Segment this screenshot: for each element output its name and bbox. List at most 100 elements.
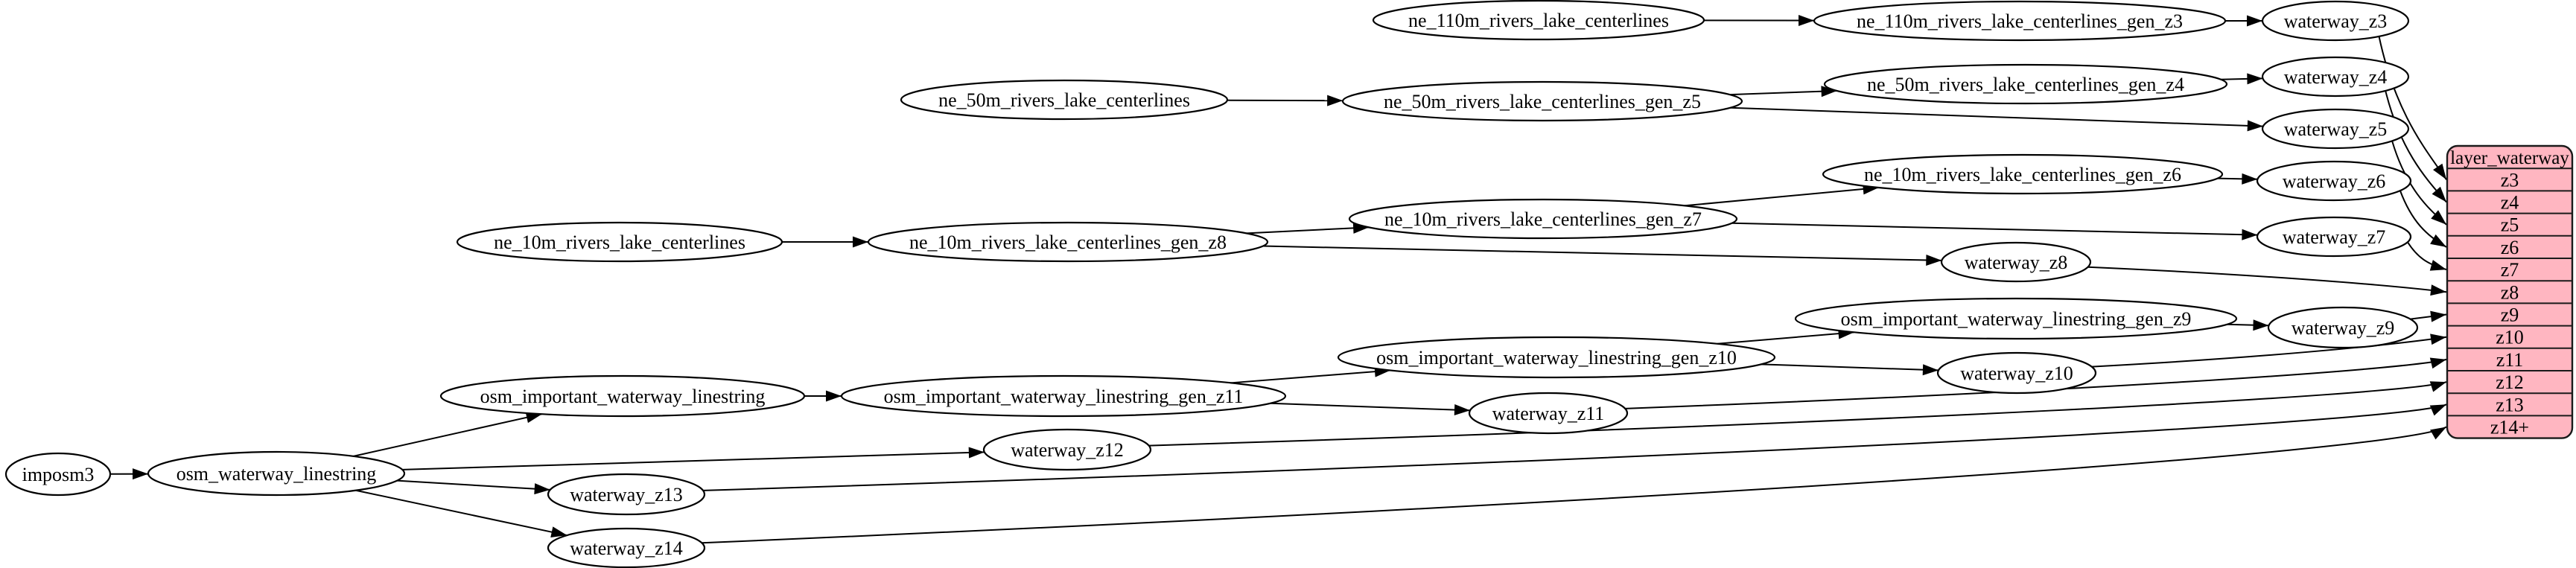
node-waterway_z11: waterway_z11 [1468, 392, 1629, 435]
arrowhead-icon [968, 447, 985, 459]
edge-osm_important_waterway_linestring_gen_z11-to-waterway_z11 [1270, 402, 1471, 416]
node-label: waterway_z6 [2283, 170, 2386, 192]
edge-ne_50m_rivers_lake_centerlines_gen_z5-to-ne_50m_rivers_lake_centerlines_gen_z4 [1729, 86, 1837, 98]
node-ellipse [1813, 0, 2227, 42]
node-ellipse [2256, 216, 2412, 258]
record-row-z8: z8 [2501, 281, 2519, 303]
node-ellipse [1936, 351, 2097, 395]
node-ellipse [1341, 80, 1743, 122]
arrowhead-icon [2247, 73, 2263, 85]
edge-ne_10m_rivers_lake_centerlines_gen_z6-to-waterway_z6 [2217, 173, 2258, 185]
node-ellipse [1372, 0, 1705, 41]
node-label: waterway_z4 [2284, 66, 2388, 88]
edge-osm_important_waterway_linestring_gen_z9-to-waterway_z9 [2227, 319, 2269, 331]
record-row-z7: z7 [2501, 259, 2519, 281]
node-ellipse [2261, 0, 2410, 42]
arrowhead-icon [2430, 234, 2446, 247]
edge-waterway_z11-to-layer_waterway-z11 [1625, 357, 2447, 409]
record-box [2446, 144, 2574, 439]
node-ellipse [1823, 63, 2228, 105]
node-imposm3: imposm3 [4, 452, 112, 497]
node-ellipse [2261, 56, 2410, 98]
edge-osm_waterway_linestring-to-waterway_z13 [397, 479, 550, 495]
node-ne_10m_rivers_lake_centerlines: ne_10m_rivers_lake_centerlines [456, 221, 783, 263]
node-ne_50m_rivers_lake_centerlines: ne_50m_rivers_lake_centerlines [900, 79, 1229, 121]
edge-waterway_z7-to-layer_waterway-z7 [2407, 241, 2447, 271]
edge-line [1148, 381, 2447, 447]
arrowhead-icon [2247, 120, 2263, 132]
edge-waterway_z12-to-layer_waterway-z12 [1148, 381, 2447, 447]
arrowhead-icon [2431, 210, 2446, 225]
edge-ne_50m_rivers_lake_centerlines-to-ne_50m_rivers_lake_centerlines_gen_z5 [1227, 95, 1343, 106]
edge-line [402, 451, 985, 470]
node-label: waterway_z9 [2292, 317, 2395, 339]
arrowhead-icon [2429, 381, 2446, 392]
arrowhead-icon [525, 412, 542, 424]
node-label: imposm3 [22, 464, 95, 485]
nodes: imposm3 osm_waterway_linestring osm_import… [4, 0, 2419, 568]
node-ellipse [1348, 198, 1738, 240]
edge-line [2087, 266, 2447, 293]
edge-ne_50m_rivers_lake_centerlines_gen_z5-to-waterway_z5 [1730, 106, 2263, 132]
arrowhead-icon [133, 468, 149, 480]
edge-line [1729, 89, 1837, 96]
node-ellipse [1337, 336, 1776, 379]
node-ellipse [4, 452, 112, 497]
node-ellipse [1940, 241, 2092, 283]
node-waterway_z13: waterway_z13 [547, 473, 706, 516]
node-label: osm_important_waterway_linestring_gen_z9 [1841, 308, 2192, 330]
node-ne_50m_rivers_lake_centerlines_gen_z5: ne_50m_rivers_lake_centerlines_gen_z5 [1341, 80, 1743, 122]
arrowhead-icon [2430, 334, 2446, 345]
record-row-z13: z13 [2496, 394, 2524, 415]
edge-line [703, 403, 2447, 491]
node-label: osm_important_waterway_linestring_gen_z1… [884, 386, 1244, 407]
edge-line [1262, 245, 1942, 261]
edge-line [1731, 222, 2258, 236]
record-row-z12: z12 [2496, 371, 2524, 393]
record-row-z4: z4 [2501, 192, 2519, 214]
node-waterway_z9: waterway_z9 [2267, 306, 2419, 349]
edge-ne_10m_rivers_lake_centerlines_gen_z7-to-ne_10m_rivers_lake_centerlines_gen_z6 [1685, 183, 1879, 207]
node-label: ne_10m_rivers_lake_centerlines_gen_z7 [1384, 208, 1702, 230]
edge-osm_waterway_linestring-to-waterway_z12 [402, 447, 985, 470]
edge-line [1761, 363, 1939, 371]
node-ellipse [1794, 297, 2238, 340]
edge-imposm3-to-osm_waterway_linestring [109, 468, 149, 480]
node-ne_10m_rivers_lake_centerlines_gen_z8: ne_10m_rivers_lake_centerlines_gen_z8 [867, 221, 1269, 263]
node-label: osm_waterway_linestring [176, 463, 377, 485]
node-label: waterway_z14 [570, 537, 683, 559]
node-ne_10m_rivers_lake_centerlines_gen_z7: ne_10m_rivers_lake_centerlines_gen_z7 [1348, 198, 1738, 240]
arrowhead-icon [2429, 404, 2446, 416]
edge-waterway_z14-to-layer_waterway-z14-plus [702, 426, 2447, 544]
arrowhead-icon [534, 483, 550, 495]
arrowhead-icon [2430, 310, 2446, 322]
record-row-z10: z10 [2496, 327, 2524, 348]
arrowhead-icon [1926, 254, 1942, 266]
node-label: ne_10m_rivers_lake_centerlines_gen_z8 [909, 232, 1227, 253]
node-ellipse [900, 79, 1229, 121]
edge-line [353, 413, 543, 457]
edge-ne_10m_rivers_lake_centerlines_gen_z8-to-ne_10m_rivers_lake_centerlines_gen_z7 [1246, 222, 1370, 234]
edge-ne_10m_rivers_lake_centerlines-to-ne_10m_rivers_lake_centerlines_gen_z8 [782, 236, 868, 248]
node-waterway_z10: waterway_z10 [1936, 351, 2097, 395]
node-ne_110m_rivers_lake_centerlines_gen_z3: ne_110m_rivers_lake_centerlines_gen_z3 [1813, 0, 2227, 42]
edge-line [1246, 226, 1370, 234]
node-label: ne_50m_rivers_lake_centerlines [938, 89, 1190, 111]
edge-waterway_z10-to-layer_waterway-z10 [2091, 334, 2447, 368]
record-title: layer_waterway [2450, 148, 2569, 168]
node-label: ne_10m_rivers_lake_centerlines_gen_z6 [1864, 164, 2181, 185]
node-osm_important_waterway_linestring_gen_z11: osm_important_waterway_linestring_gen_z1… [840, 374, 1287, 418]
arrowhead-icon [1799, 15, 1815, 27]
arrowhead-icon [1821, 86, 1837, 98]
edge-waterway_z8-to-layer_waterway-z8 [2087, 266, 2447, 296]
edge-ne_110m_rivers_lake_centerlines_gen_z3-to-waterway_z3 [2225, 15, 2262, 27]
node-waterway_z3: waterway_z3 [2261, 0, 2410, 42]
node-osm_important_waterway_linestring_gen_z9: osm_important_waterway_linestring_gen_z9 [1794, 297, 2238, 340]
node-ellipse [840, 374, 1287, 418]
edge-line [355, 489, 567, 537]
arrowhead-icon [2430, 427, 2446, 440]
edge-line [1625, 358, 2447, 409]
node-waterway_z14: waterway_z14 [547, 527, 706, 568]
edge-waterway_z9-to-layer_waterway-z9 [2410, 310, 2447, 322]
